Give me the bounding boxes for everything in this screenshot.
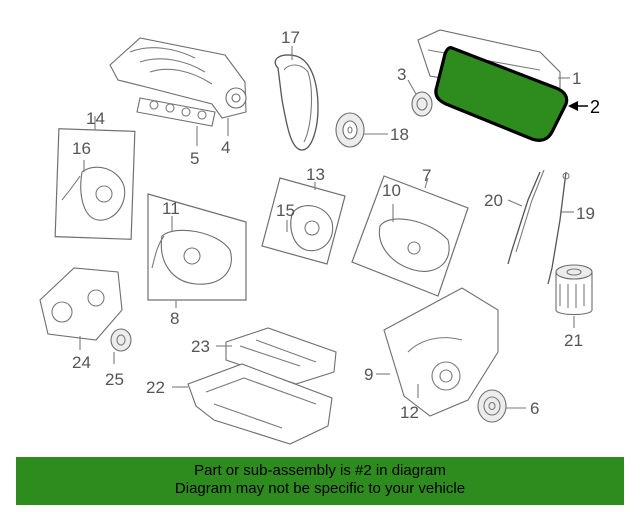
callout-20: 20 — [484, 191, 503, 210]
intake-manifold — [109, 37, 247, 119]
callout-24: 24 — [72, 353, 91, 372]
banner-line-2: Diagram may not be specific to your vehi… — [174, 480, 466, 497]
callout-23: 23 — [191, 337, 210, 356]
timing-belt — [274, 54, 319, 151]
callout-25: 25 — [105, 370, 124, 389]
callout-5: 5 — [190, 149, 199, 168]
callout-16: 16 — [72, 139, 91, 158]
callout-8: 8 — [170, 309, 179, 328]
callout-14: 14 — [86, 109, 105, 128]
callout-17: 17 — [281, 28, 300, 47]
box-13 — [261, 177, 346, 265]
callout-11: 11 — [162, 199, 180, 218]
banner-line-1: Part or sub-assembly is #2 in diagram — [194, 462, 446, 479]
callout-6: 6 — [530, 399, 539, 418]
intake-gasket — [136, 97, 216, 127]
parts-diagram: 4 5 17 18 1 2 3 14 1 — [39, 28, 600, 445]
filter-adapter — [110, 328, 132, 352]
callout-9: 9 — [364, 365, 373, 384]
callout-4: 4 — [221, 138, 230, 157]
crank-pulley — [477, 389, 507, 423]
callout-22: 22 — [146, 378, 165, 397]
callout-2: 2 — [590, 97, 600, 117]
oil-filler-cap — [411, 91, 433, 117]
callout-1: 1 — [572, 69, 581, 88]
callout-13: 13 — [306, 165, 325, 184]
box-7 — [351, 175, 469, 297]
callout-19: 19 — [576, 204, 595, 223]
info-banner: Part or sub-assembly is #2 in diagram Di… — [16, 457, 624, 505]
box-14 — [54, 128, 136, 240]
callout-18: 18 — [390, 125, 409, 144]
callout-12: 12 — [400, 403, 419, 422]
callout-21: 21 — [564, 331, 583, 350]
front-cover — [383, 287, 499, 417]
callout-3: 3 — [397, 65, 406, 84]
oil-filter — [555, 264, 593, 316]
oil-pan — [187, 363, 333, 445]
baffle-plate — [225, 327, 337, 385]
dipstick-parts — [507, 169, 570, 285]
callout-10: 10 — [382, 181, 401, 200]
oil-pump — [39, 267, 123, 341]
callout-15: 15 — [276, 201, 295, 220]
cam-pulley — [335, 112, 365, 148]
callout-7: 7 — [422, 166, 431, 185]
valve-cover-gasket-highlighted — [434, 46, 569, 142]
